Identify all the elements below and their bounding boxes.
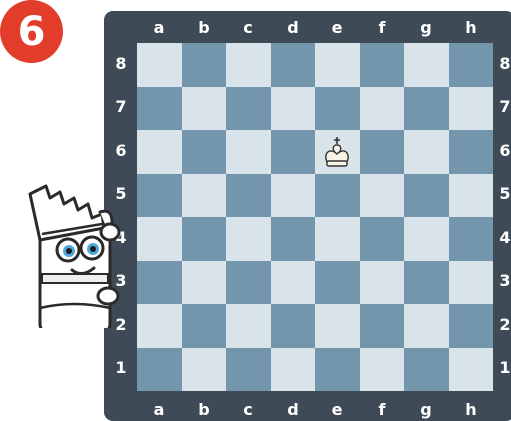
square-h2[interactable] xyxy=(449,304,494,348)
square-g2[interactable] xyxy=(404,304,449,348)
lesson-number-badge: 6 xyxy=(0,0,63,63)
file-label-top-b: b xyxy=(182,20,226,36)
square-a8[interactable] xyxy=(137,43,182,87)
file-label-bottom-b: b xyxy=(182,402,226,418)
square-b7[interactable] xyxy=(182,87,227,131)
chessboard xyxy=(137,43,493,391)
square-f5[interactable] xyxy=(360,174,405,218)
square-e5[interactable] xyxy=(315,174,360,218)
rank-label-right-6: 6 xyxy=(497,143,511,159)
rank-label-right-7: 7 xyxy=(497,99,511,115)
square-g3[interactable] xyxy=(404,261,449,305)
square-c1[interactable] xyxy=(226,348,271,392)
square-f6[interactable] xyxy=(360,130,405,174)
rank-label-right-4: 4 xyxy=(497,230,511,246)
white-king-icon[interactable] xyxy=(322,136,352,168)
square-c2[interactable] xyxy=(226,304,271,348)
rook-mascot-icon xyxy=(12,178,136,328)
square-a7[interactable] xyxy=(137,87,182,131)
square-g8[interactable] xyxy=(404,43,449,87)
square-d4[interactable] xyxy=(271,217,316,261)
square-f1[interactable] xyxy=(360,348,405,392)
square-d2[interactable] xyxy=(271,304,316,348)
rank-label-right-1: 1 xyxy=(497,360,511,376)
square-d1[interactable] xyxy=(271,348,316,392)
square-g5[interactable] xyxy=(404,174,449,218)
square-a5[interactable] xyxy=(137,174,182,218)
square-h5[interactable] xyxy=(449,174,494,218)
square-f7[interactable] xyxy=(360,87,405,131)
square-a6[interactable] xyxy=(137,130,182,174)
square-e3[interactable] xyxy=(315,261,360,305)
square-g6[interactable] xyxy=(404,130,449,174)
file-label-bottom-g: g xyxy=(404,402,448,418)
square-c7[interactable] xyxy=(226,87,271,131)
file-label-top-h: h xyxy=(449,20,493,36)
rank-label-left-8: 8 xyxy=(113,56,129,72)
square-b8[interactable] xyxy=(182,43,227,87)
file-label-top-c: c xyxy=(226,20,270,36)
file-label-top-g: g xyxy=(404,20,448,36)
rank-label-left-6: 6 xyxy=(113,143,129,159)
square-b2[interactable] xyxy=(182,304,227,348)
square-h4[interactable] xyxy=(449,217,494,261)
square-f3[interactable] xyxy=(360,261,405,305)
square-c6[interactable] xyxy=(226,130,271,174)
file-label-bottom-a: a xyxy=(137,402,181,418)
square-e2[interactable] xyxy=(315,304,360,348)
square-h8[interactable] xyxy=(449,43,494,87)
file-label-bottom-f: f xyxy=(360,402,404,418)
square-e1[interactable] xyxy=(315,348,360,392)
rank-label-right-2: 2 xyxy=(497,317,511,333)
square-e7[interactable] xyxy=(315,87,360,131)
square-f2[interactable] xyxy=(360,304,405,348)
square-c5[interactable] xyxy=(226,174,271,218)
rank-label-right-8: 8 xyxy=(497,56,511,72)
square-b5[interactable] xyxy=(182,174,227,218)
square-b4[interactable] xyxy=(182,217,227,261)
square-a1[interactable] xyxy=(137,348,182,392)
rank-label-left-7: 7 xyxy=(113,99,129,115)
square-b6[interactable] xyxy=(182,130,227,174)
square-d6[interactable] xyxy=(271,130,316,174)
file-label-top-f: f xyxy=(360,20,404,36)
rank-label-right-5: 5 xyxy=(497,186,511,202)
square-c4[interactable] xyxy=(226,217,271,261)
file-label-top-a: a xyxy=(137,20,181,36)
square-h7[interactable] xyxy=(449,87,494,131)
square-f8[interactable] xyxy=(360,43,405,87)
square-d3[interactable] xyxy=(271,261,316,305)
file-label-top-d: d xyxy=(271,20,315,36)
square-e4[interactable] xyxy=(315,217,360,261)
square-g4[interactable] xyxy=(404,217,449,261)
square-h1[interactable] xyxy=(449,348,494,392)
square-d5[interactable] xyxy=(271,174,316,218)
square-b1[interactable] xyxy=(182,348,227,392)
rank-label-right-3: 3 xyxy=(497,273,511,289)
square-h6[interactable] xyxy=(449,130,494,174)
square-e8[interactable] xyxy=(315,43,360,87)
square-f4[interactable] xyxy=(360,217,405,261)
square-e6[interactable] xyxy=(315,130,360,174)
square-a3[interactable] xyxy=(137,261,182,305)
file-label-bottom-c: c xyxy=(226,402,270,418)
square-g1[interactable] xyxy=(404,348,449,392)
square-d7[interactable] xyxy=(271,87,316,131)
rank-label-left-1: 1 xyxy=(113,360,129,376)
square-a4[interactable] xyxy=(137,217,182,261)
file-label-bottom-h: h xyxy=(449,402,493,418)
file-label-top-e: e xyxy=(315,20,359,36)
file-label-bottom-d: d xyxy=(271,402,315,418)
square-b3[interactable] xyxy=(182,261,227,305)
square-c3[interactable] xyxy=(226,261,271,305)
square-c8[interactable] xyxy=(226,43,271,87)
square-g7[interactable] xyxy=(404,87,449,131)
square-a2[interactable] xyxy=(137,304,182,348)
file-label-bottom-e: e xyxy=(315,402,359,418)
square-h3[interactable] xyxy=(449,261,494,305)
square-d8[interactable] xyxy=(271,43,316,87)
lesson-number: 6 xyxy=(18,9,46,55)
